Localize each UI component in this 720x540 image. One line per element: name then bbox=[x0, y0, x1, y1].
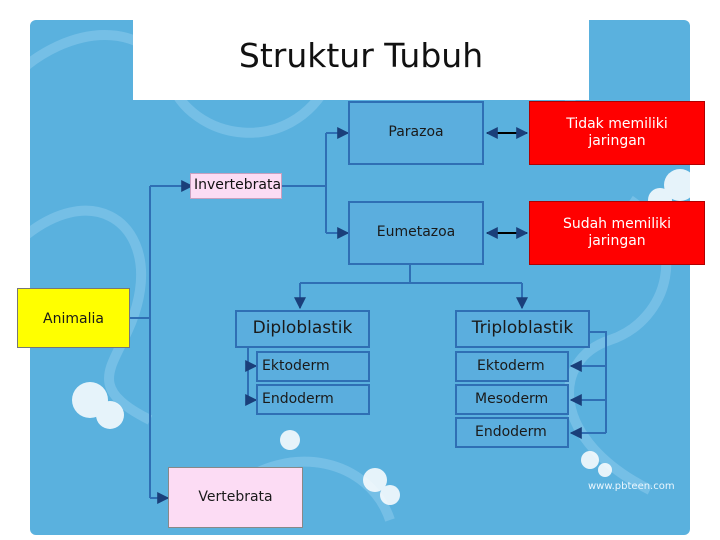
vertebrata-box: Vertebrata bbox=[168, 467, 303, 528]
triplo-mesoderm-box: Mesoderm bbox=[455, 384, 569, 415]
eumetazoa-label: Eumetazoa bbox=[376, 224, 456, 241]
parazoa-label: Parazoa bbox=[388, 124, 444, 141]
diplo-ektoderm-label: Ektoderm bbox=[262, 357, 330, 374]
diploblastik-box: Diploblastik bbox=[235, 310, 370, 348]
diplo-endoderm-label: Endoderm bbox=[262, 390, 334, 407]
slide-title: Struktur Tubuh bbox=[238, 36, 484, 75]
title-panel bbox=[133, 20, 589, 100]
triplo-endoderm-box: Endoderm bbox=[455, 417, 569, 448]
triplo-endoderm-label: Endoderm bbox=[475, 423, 547, 440]
animalia-label: Animalia bbox=[43, 311, 104, 327]
triplo-mesoderm-label: Mesoderm bbox=[475, 390, 549, 407]
eumetazoa-box: Eumetazoa bbox=[348, 201, 484, 265]
triplo-ektoderm-box: Ektoderm bbox=[455, 351, 569, 382]
watermark: www.pbteen.com bbox=[588, 481, 675, 492]
triplo-ektoderm-label: Ektoderm bbox=[477, 357, 545, 374]
diplo-endoderm-box: Endoderm bbox=[256, 384, 370, 415]
triploblastik-box: Triploblastik bbox=[455, 310, 590, 348]
diploblastik-label: Diploblastik bbox=[252, 318, 353, 339]
sudah-memiliki-jaringan-label: Sudah memiliki jaringan bbox=[562, 215, 672, 250]
tidak-memiliki-jaringan-label: Tidak memiliki jaringan bbox=[566, 115, 668, 150]
sudah-memiliki-jaringan-box: Sudah memiliki jaringan bbox=[529, 201, 705, 265]
invertebrata-box: Invertebrata bbox=[190, 173, 282, 199]
triploblastik-label: Triploblastik bbox=[471, 318, 574, 339]
diplo-ektoderm-box: Ektoderm bbox=[256, 351, 370, 382]
tidak-memiliki-jaringan-box: Tidak memiliki jaringan bbox=[529, 101, 705, 165]
invertebrata-label: Invertebrata bbox=[194, 177, 282, 194]
animalia-box: Animalia bbox=[17, 288, 130, 348]
parazoa-box: Parazoa bbox=[348, 101, 484, 165]
vertebrata-label: Vertebrata bbox=[198, 488, 273, 505]
